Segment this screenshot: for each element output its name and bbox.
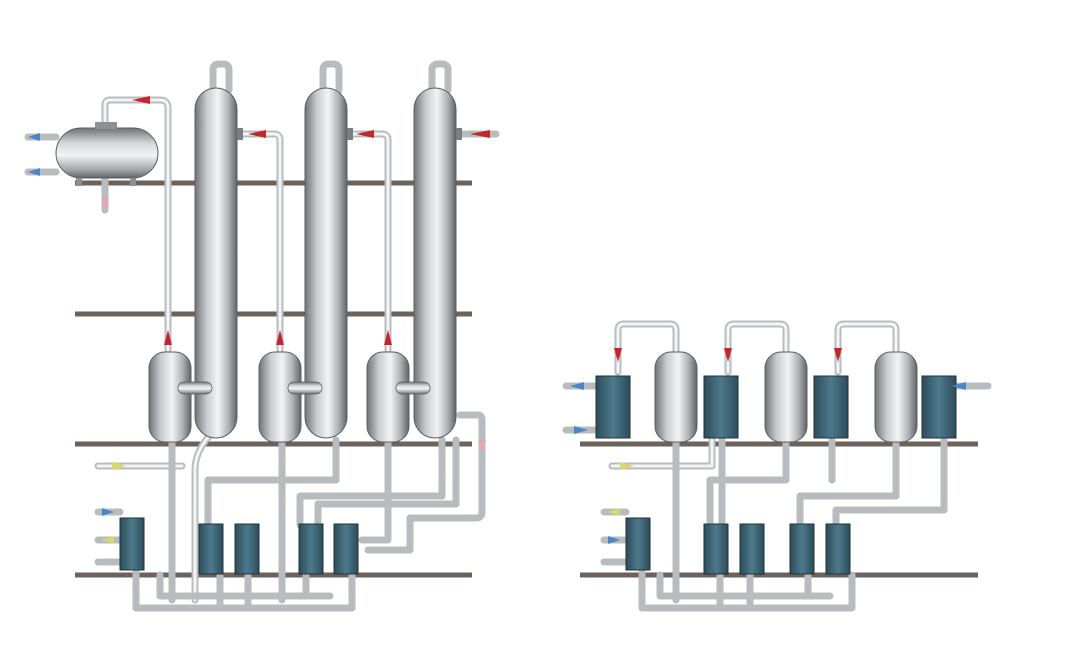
- arrow-icon: [724, 348, 732, 362]
- plate-exchanger: [703, 523, 729, 575]
- arrow-icon: [574, 426, 588, 434]
- arrow-icon: [28, 133, 40, 141]
- right-separator-1: [654, 351, 698, 443]
- right-separators: [654, 351, 918, 443]
- arrow-icon: [478, 440, 486, 452]
- arrow-icon: [834, 348, 842, 362]
- arrow-icon: [570, 382, 584, 390]
- left-flow-arrows: [28, 96, 490, 544]
- arrow-icon: [384, 330, 392, 345]
- plate-exchanger: [625, 517, 651, 571]
- arrow-icon: [248, 130, 266, 138]
- arrow-icon: [620, 462, 634, 470]
- arrow-icon: [164, 330, 172, 345]
- left-separator-1: [148, 351, 213, 443]
- receiver-tank-body: [55, 127, 159, 179]
- arrow-icon: [356, 130, 374, 138]
- plate-exchanger: [921, 375, 957, 439]
- plate-exchanger: [234, 523, 260, 575]
- arrow-icon: [276, 330, 284, 345]
- left-system-piping: [24, 60, 500, 612]
- receiver-tank: [55, 122, 159, 186]
- plate-exchanger: [789, 523, 815, 575]
- plate-exchanger: [703, 375, 739, 439]
- arrow-icon: [28, 168, 40, 176]
- arrow-icon: [112, 462, 126, 470]
- arrow-icon: [102, 536, 114, 544]
- plate-exchanger: [298, 523, 324, 575]
- plate-exchanger: [119, 517, 145, 571]
- right-separator-2: [764, 351, 808, 443]
- plate-exchanger: [333, 523, 359, 575]
- arrow-icon: [608, 508, 620, 516]
- arrow-icon: [614, 348, 622, 362]
- right-flow-arrows: [570, 348, 966, 544]
- plate-exchanger: [198, 523, 224, 575]
- plate-exchanger: [813, 375, 849, 439]
- column-2: [304, 87, 353, 439]
- plate-exchanger: [739, 523, 765, 575]
- right-separator-3: [874, 351, 918, 443]
- plate-exchanger: [595, 375, 631, 439]
- plate-exchanger: [825, 523, 851, 575]
- left-plate-exchangers: [119, 517, 359, 575]
- arrow-icon: [101, 198, 109, 210]
- arrow-icon: [102, 508, 114, 516]
- column-1: [194, 87, 243, 439]
- arrow-icon: [132, 96, 150, 104]
- column-3: [413, 87, 462, 439]
- support-beams: [75, 180, 978, 578]
- arrow-icon: [608, 536, 620, 544]
- left-separator-2: [258, 351, 323, 443]
- right-plate-exchangers: [595, 375, 957, 575]
- arrow-icon: [470, 130, 490, 138]
- left-separator-3: [366, 351, 431, 443]
- left-separators: [148, 351, 431, 443]
- arrow-icon: [952, 382, 966, 390]
- falling-film-columns: [194, 87, 462, 439]
